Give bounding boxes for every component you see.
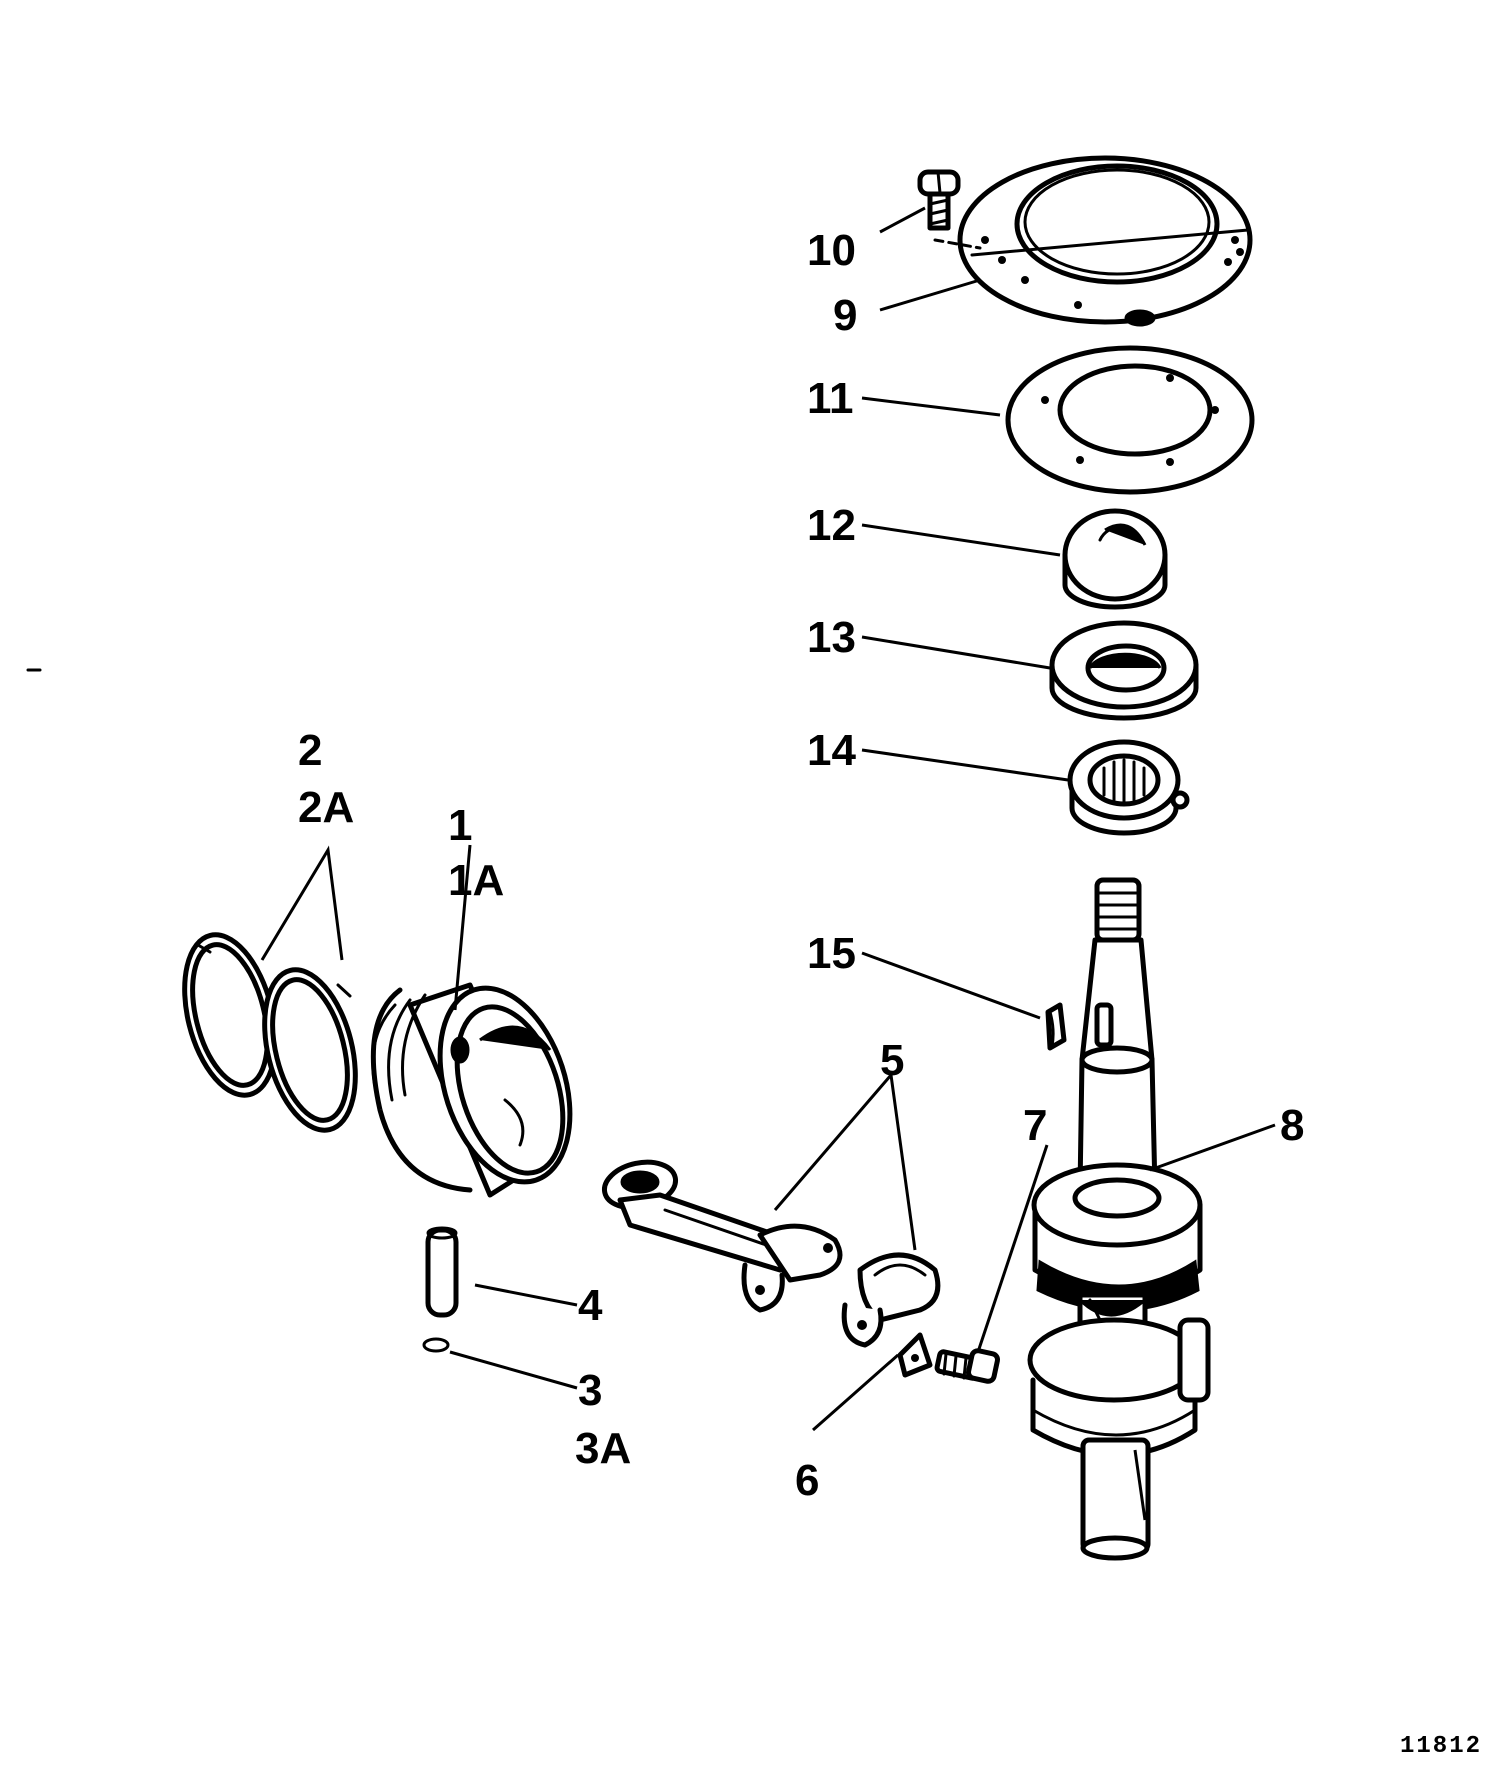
callout-2a: 2A — [298, 783, 354, 832]
callout-5: 5 — [880, 1036, 904, 1085]
callout-14: 14 — [807, 726, 856, 775]
gasket-11-icon — [1005, 345, 1255, 495]
callout-13: 13 — [807, 613, 856, 662]
screw-7-icon — [934, 1348, 1001, 1384]
callout-11: 11 — [807, 374, 854, 423]
callout-3: 3 — [578, 1366, 602, 1415]
callout-2: 2 — [298, 726, 322, 775]
callout-8: 8 — [1280, 1101, 1304, 1150]
leader-lines — [260, 206, 1276, 1432]
callout-7: 7 — [1023, 1101, 1047, 1150]
needle-bearing-14-icon — [1067, 739, 1190, 836]
sleeve-12-icon — [1062, 508, 1168, 610]
crankshaft-8-icon — [1027, 877, 1211, 1561]
woodruff-key-15-icon — [1045, 1002, 1067, 1051]
piston-ring-2a-icon — [262, 967, 358, 1133]
callout-1: 1 — [448, 801, 472, 850]
callout-3a: 3A — [575, 1424, 631, 1473]
callout-9: 9 — [833, 291, 857, 340]
callout-4: 4 — [578, 1281, 603, 1330]
piston-ring-2-icon — [182, 932, 278, 1098]
connecting-rod-cap-5-icon — [841, 1252, 941, 1348]
lock-plate-6-icon — [897, 1332, 933, 1378]
callout-6: 6 — [795, 1456, 819, 1505]
callout-15: 15 — [807, 929, 856, 978]
callout-10: 10 — [807, 226, 856, 275]
piston-pin-4-icon — [425, 1226, 459, 1318]
screw-10-icon — [917, 169, 961, 231]
connecting-rod-5-icon — [601, 1159, 843, 1313]
figure-number: 11812 — [1400, 1733, 1482, 1760]
oil-seal-13-icon — [1049, 620, 1199, 721]
retaining-clip-3-icon — [422, 1337, 450, 1353]
end-cap-9-icon — [933, 155, 1253, 327]
callout-12: 12 — [807, 501, 856, 550]
callout-1a: 1A — [448, 856, 504, 905]
piston-1-icon — [370, 982, 573, 1198]
